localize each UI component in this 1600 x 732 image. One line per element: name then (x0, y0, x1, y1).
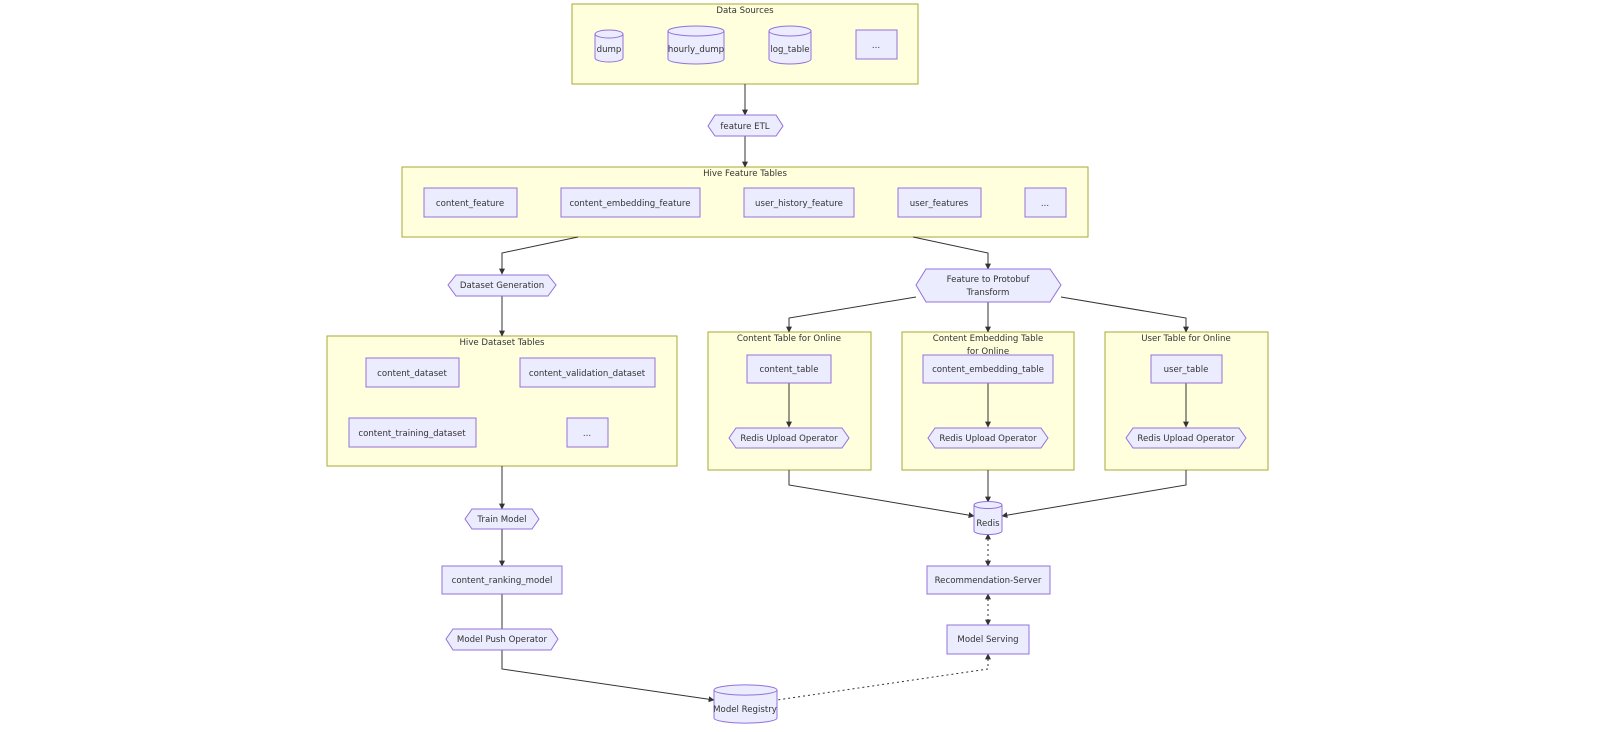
edge-push-operator-to-registry (501, 650, 715, 703)
node-redis-upload-operator-1: Redis Upload Operator (728, 427, 850, 449)
svg-text:content_embedding_table: content_embedding_table (932, 365, 1044, 375)
node-user-table: user_table (1150, 354, 1223, 384)
subgraph-title: Data Sources (716, 6, 774, 16)
node-recommendation-server: Recommendation-Server (926, 565, 1051, 595)
svg-text:Redis Upload Operator: Redis Upload Operator (1137, 434, 1235, 444)
node-user-history-feature: user_history_feature (743, 187, 855, 218)
node-redis-upload-operator-3: Redis Upload Operator (1125, 427, 1247, 449)
svg-text:user_table: user_table (1164, 365, 1209, 375)
svg-text:user_history_feature: user_history_feature (755, 199, 843, 209)
node-redis: Redis (973, 501, 1003, 535)
svg-text:...: ... (872, 41, 880, 51)
node-content-training-dataset: content_training_dataset (348, 417, 477, 448)
edge-user-online-to-redis (1001, 470, 1187, 519)
svg-text:feature ETL: feature ETL (720, 122, 769, 132)
svg-text:log_table: log_table (770, 45, 809, 55)
svg-text:Dataset Generation: Dataset Generation (460, 281, 544, 291)
svg-text:content_training_dataset: content_training_dataset (358, 429, 466, 439)
node-data-sources-more: ... (855, 29, 898, 60)
node-dump: dump (594, 29, 624, 63)
subgraph-title: Content Table for Online (737, 334, 841, 344)
svg-text:content_feature: content_feature (436, 199, 504, 209)
node-content-embedding-feature: content_embedding_feature (560, 187, 701, 218)
node-dataset-generation: Dataset Generation (447, 274, 557, 297)
svg-text:user_features: user_features (910, 199, 969, 209)
svg-text:Redis: Redis (976, 519, 1000, 529)
node-redis-upload-operator-2: Redis Upload Operator (927, 427, 1049, 449)
svg-text:Model Registry: Model Registry (713, 705, 777, 715)
svg-text:dump: dump (597, 45, 622, 55)
subgraph-title: Hive Feature Tables (703, 169, 787, 179)
subgraph-title-line-2: for Online (967, 347, 1009, 357)
node-model-serving: Model Serving (946, 624, 1030, 655)
node-log-table: log_table (768, 25, 812, 65)
subgraph-title: User Table for Online (1141, 334, 1231, 344)
svg-text:content_validation_dataset: content_validation_dataset (529, 369, 646, 379)
node-model-push-operator: Model Push Operator (445, 628, 559, 651)
node-user-features: user_features (897, 187, 982, 218)
edge-hive-features-to-protobuf (912, 236, 991, 270)
svg-text:Transform: Transform (966, 288, 1010, 298)
svg-text:hourly_dump: hourly_dump (668, 45, 724, 55)
node-content-dataset: content_dataset (365, 357, 460, 388)
node-content-embedding-table: content_embedding_table (922, 354, 1054, 384)
svg-text:Model Serving: Model Serving (957, 635, 1018, 645)
edge-model-serving-to-registry (776, 653, 991, 701)
edge-protobuf-to-user-table (1060, 296, 1189, 333)
node-content-validation-dataset: content_validation_dataset (519, 357, 656, 388)
node-feature-to-protobuf: Feature to Protobuf Transform (915, 268, 1062, 303)
edge-hive-features-to-dataset-generation (499, 236, 579, 275)
node-hourly-dump: hourly_dump (667, 25, 725, 65)
edges (499, 84, 1189, 703)
svg-text:Redis Upload Operator: Redis Upload Operator (939, 434, 1037, 444)
subgraph-title: Hive Dataset Tables (459, 338, 545, 348)
svg-text:content_dataset: content_dataset (377, 369, 447, 379)
node-content-ranking-model: content_ranking_model (441, 565, 563, 595)
node-hive-dataset-more: ... (566, 417, 609, 448)
svg-text:Model Push Operator: Model Push Operator (457, 635, 548, 645)
svg-text:...: ... (1041, 199, 1049, 209)
edge-content-online-to-redis (788, 470, 975, 519)
node-content-feature: content_feature (423, 187, 518, 218)
node-feature-etl: feature ETL (707, 114, 784, 137)
node-hive-features-more: ... (1024, 187, 1067, 218)
svg-text:Train Model: Train Model (476, 515, 526, 525)
svg-text:content_embedding_feature: content_embedding_feature (569, 199, 690, 209)
subgraph-title-line-1: Content Embedding Table (933, 334, 1044, 344)
svg-text:Redis Upload Operator: Redis Upload Operator (740, 434, 838, 444)
node-train-model: Train Model (464, 508, 540, 530)
svg-text:content_ranking_model: content_ranking_model (452, 576, 553, 586)
node-model-registry: Model Registry (713, 684, 778, 724)
node-content-table: content_table (746, 354, 832, 384)
svg-text:content_table: content_table (760, 365, 819, 375)
edge-protobuf-to-content-table (786, 296, 917, 333)
svg-text:Recommendation-Server: Recommendation-Server (935, 576, 1042, 586)
svg-text:...: ... (583, 429, 591, 439)
svg-text:Feature to Protobuf: Feature to Protobuf (947, 275, 1031, 285)
